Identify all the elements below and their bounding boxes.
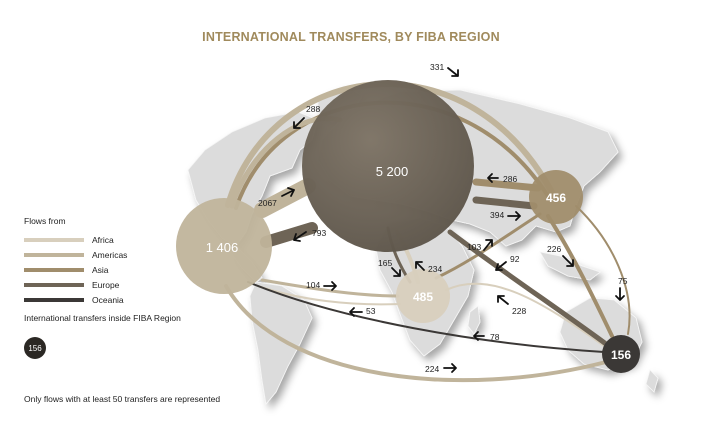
region-label-americas: 1 406 [206,240,239,255]
region-label-europe: 5 200 [376,164,409,179]
flow-label-92: 92 [510,254,520,264]
region-circle-africa [396,269,450,323]
flow-label-75: 75 [618,276,628,286]
flow-label-331: 331 [430,62,444,72]
flow-oceania-americas [247,281,605,353]
arrow-286 [487,173,499,183]
chart-title: INTERNATIONAL TRANSFERS, BY FIBA REGION [202,30,500,44]
flow-labels: 331 288 2067 793 286 394 103 234 165 104… [258,62,628,374]
flow-oceania-africa [445,282,605,347]
flow-label-53: 53 [366,306,376,316]
legend-swatch-americas [24,252,84,257]
legend-label-asia: Asia [92,264,109,275]
flow-label-103: 103 [467,242,481,252]
flow-asia-oceania-east [575,205,631,335]
arrow-288 [293,117,305,129]
arrow-226 [562,255,574,267]
flow-americas-europe-main [254,178,316,218]
legend-label-americas: Americas [92,249,128,260]
arrow-234 [415,261,425,271]
legend-item-europe: Europe [24,277,127,292]
arrow-75 [615,287,625,301]
legend-swatch-oceania [24,297,84,302]
flow-asia-oceania [546,214,614,338]
arrow-793 [293,231,307,242]
arrow-53 [349,307,363,317]
flow-label-104: 104 [306,280,320,290]
legend-label-oceania: Oceania [92,294,124,305]
flow-americas-oceania [224,284,608,383]
inside-region-example-badge: 156 [24,337,46,359]
flow-americas-africa [260,278,400,298]
flow-label-78: 78 [490,332,500,342]
flow-asia-europe [472,178,542,192]
arrow-228 [497,295,509,305]
region-circle-asia [529,170,583,224]
arrow-2067 [281,187,295,197]
flow-label-2067: 2067 [258,198,277,208]
arrow-394 [507,211,521,221]
arrow-224 [443,363,457,373]
flow-asia-africa [434,212,542,280]
legend-item-americas: Americas [24,247,127,262]
legend-item-asia: Asia [24,262,127,277]
flow-europe-oceania [447,229,609,347]
region-label-africa: 485 [413,290,433,304]
flow-africa-americas [257,285,401,306]
flow-europe-americas-main [260,222,318,248]
legend-swatch-asia [24,267,84,272]
inside-region-caption: International transfers inside FIBA Regi… [24,313,181,323]
legend-item-oceania: Oceania [24,292,127,307]
flow-label-165: 165 [378,258,392,268]
arrow-165 [391,267,401,277]
legend-label-africa: Africa [92,234,114,245]
new-zealand-shape [645,369,659,393]
region-circle-americas [176,198,272,294]
legend-item-africa: Africa [24,232,127,247]
flow-label-226: 226 [547,244,561,254]
footnote: Only flows with at least 50 transfers ar… [24,394,221,404]
south-america-shape [249,281,313,405]
flow-label-228: 228 [512,306,526,316]
flow-label-234: 234 [428,264,442,274]
region-label-oceania: 156 [611,348,631,362]
arrow-103 [483,239,493,251]
region-circles [176,80,640,373]
legend-swatch-europe [24,282,84,287]
flow-label-286: 286 [503,174,517,184]
arrow-78 [473,331,485,341]
region-circle-europe [302,80,474,252]
direction-arrows [281,67,625,373]
legend-swatch-africa [24,237,84,242]
flow-label-224: 224 [425,364,439,374]
region-circle-oceania [602,335,640,373]
arrow-92 [495,261,507,271]
arrow-331 [447,67,459,77]
flow-europe-asia [472,196,538,210]
legend-heading: Flows from [24,216,66,226]
legend-label-europe: Europe [92,279,120,290]
region-labels: 5 200 1 406 456 485 156 [206,164,632,362]
arrow-104 [323,281,337,291]
flow-label-793: 793 [312,228,326,238]
madagascar-shape [467,305,481,335]
flow-label-288: 288 [306,104,320,114]
flow-label-394: 394 [490,210,504,220]
region-label-asia: 456 [546,191,566,205]
legend: Flows from Africa Americas Asia Europe O… [24,216,127,307]
